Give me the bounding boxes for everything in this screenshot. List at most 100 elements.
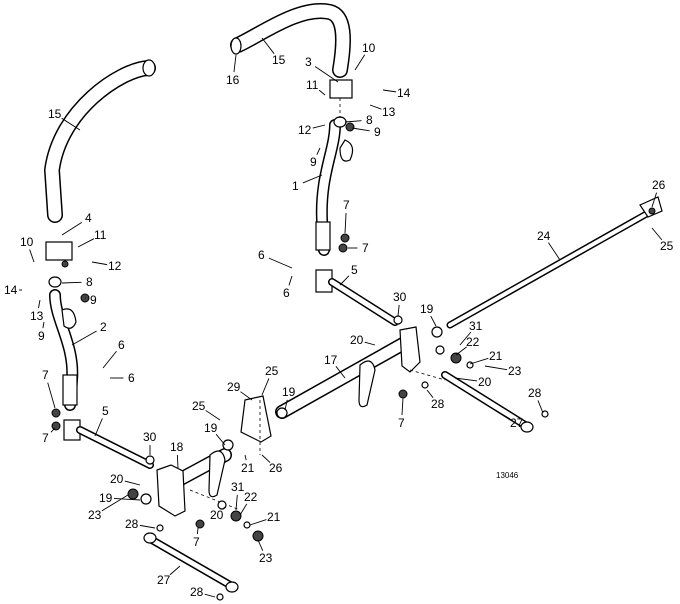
callout-7: 7	[42, 431, 49, 445]
leader-line	[29, 249, 35, 263]
callout-27: 27	[157, 573, 171, 587]
leader-line	[335, 366, 346, 379]
callout-25: 25	[660, 239, 674, 253]
leader-line	[233, 54, 237, 73]
callout-18: 18	[170, 440, 184, 454]
callout-11: 11	[94, 228, 107, 242]
leader-line	[215, 433, 226, 446]
callout-6: 6	[118, 338, 125, 352]
callout-28: 28	[125, 517, 139, 531]
callout-20: 20	[350, 333, 364, 347]
callout-9: 9	[90, 293, 97, 307]
callout-28: 28	[190, 585, 204, 599]
leader-line	[401, 397, 404, 416]
callout-4: 4	[85, 211, 92, 225]
callout-22: 22	[466, 335, 480, 349]
callout-7: 7	[362, 241, 369, 255]
callout-26: 26	[269, 461, 283, 475]
callout-21: 21	[267, 510, 281, 524]
leader-line	[42, 321, 45, 329]
callout-16: 16	[226, 73, 240, 87]
leader-line	[344, 212, 347, 234]
callout-26: 26	[652, 178, 666, 192]
leader-line	[139, 524, 156, 529]
cross-shaft-18	[156, 448, 232, 517]
right-pivot-shaft	[315, 269, 399, 326]
leader-line	[369, 104, 382, 110]
leader-line	[71, 330, 97, 346]
callout-30: 30	[143, 430, 157, 444]
hardware	[51, 122, 656, 601]
callout-5: 5	[351, 263, 358, 277]
leader-line	[651, 192, 658, 208]
callout-30: 30	[393, 290, 407, 304]
callout-27: 27	[510, 416, 524, 430]
callout-3: 3	[305, 55, 312, 69]
callout-8: 8	[86, 275, 93, 289]
leader-line	[205, 410, 221, 421]
leader-line	[382, 89, 397, 93]
leader-line	[38, 299, 41, 309]
callout-22: 22	[244, 490, 258, 504]
leader-line	[318, 89, 326, 96]
callout-14: 14	[4, 283, 18, 297]
leader-line	[169, 565, 181, 576]
callout-17: 17	[324, 353, 338, 367]
callout-31: 31	[231, 480, 245, 494]
callout-10: 10	[20, 235, 34, 249]
leader-line	[47, 382, 56, 409]
leader-line	[124, 480, 141, 486]
leader-line	[176, 454, 179, 469]
figure-number: 13046	[496, 471, 519, 480]
leader-line	[244, 454, 247, 461]
callout-20: 20	[210, 508, 224, 522]
leader-line	[430, 315, 437, 327]
line-art	[44, 2, 663, 601]
leader-line	[268, 257, 293, 269]
callout-19: 19	[99, 491, 113, 505]
leader-line	[354, 54, 366, 71]
leader-line	[344, 120, 362, 123]
callout-19: 19	[282, 385, 296, 399]
leader-line	[351, 127, 370, 132]
leader-line	[61, 281, 82, 284]
leader-line	[77, 238, 95, 248]
callout-28: 28	[431, 397, 445, 411]
leader-line	[397, 304, 400, 317]
callout-29: 29	[227, 380, 241, 394]
leader-line	[101, 494, 129, 512]
callout-19: 19	[204, 421, 218, 435]
callout-9: 9	[38, 329, 45, 343]
callout-19: 19	[420, 302, 434, 316]
callout-6: 6	[283, 286, 290, 300]
leader-line	[222, 506, 226, 510]
callout-14: 14	[397, 86, 411, 100]
leader-line	[102, 350, 117, 369]
callout-2: 2	[100, 320, 107, 334]
leader-line	[484, 365, 508, 371]
leader-line	[113, 498, 141, 501]
right-control-arm	[315, 79, 354, 256]
leader-line	[204, 593, 216, 598]
callout-7: 7	[343, 198, 350, 212]
callout-28: 28	[528, 386, 542, 400]
leader-line	[469, 357, 489, 365]
callout-7: 7	[193, 535, 200, 549]
callout-25: 25	[265, 364, 279, 378]
bracket-29	[240, 395, 272, 443]
leader-line	[261, 454, 271, 463]
leader-lines	[19, 37, 663, 598]
callout-1: 1	[292, 179, 299, 193]
link-27-right	[441, 371, 534, 433]
leader-line	[288, 275, 293, 286]
leader-line	[494, 409, 511, 420]
leader-line	[50, 427, 56, 433]
leader-line	[339, 275, 350, 286]
leader-line	[455, 346, 467, 356]
leader-line	[316, 147, 321, 155]
leader-line	[302, 174, 323, 184]
callout-7: 7	[42, 368, 49, 382]
cross-shaft-17	[275, 326, 421, 419]
left-control-handle	[44, 59, 156, 288]
